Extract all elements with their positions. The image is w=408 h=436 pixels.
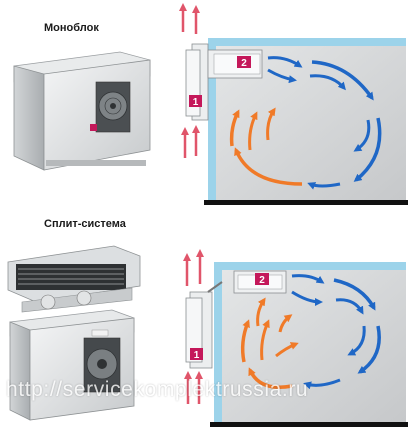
unit-label-2-text: 2 <box>241 58 247 69</box>
cold-air-arrow <box>309 74 346 91</box>
cold-room-floor <box>210 422 408 427</box>
cold-air-arrow <box>303 378 341 390</box>
monoblock-schematic: 1 2 <box>179 3 408 205</box>
unit-label-1 <box>190 348 203 360</box>
warm-air-arrow <box>266 107 276 141</box>
unit-label-2 <box>255 273 269 285</box>
cold-room-ceiling <box>208 38 406 46</box>
watermark-text: http://servicekomplektrussia.ru <box>6 378 309 401</box>
cold-air-arrow <box>347 325 366 356</box>
cold-room-wall <box>214 262 222 422</box>
split-system-title: Сплит-система <box>44 218 126 230</box>
cold-room-ceiling <box>214 262 406 270</box>
monoblock-unit-image <box>13 51 151 171</box>
unit-label-1-text: 1 <box>193 97 199 108</box>
warm-air-arrow <box>234 147 303 186</box>
cold-air-arrow <box>291 274 325 284</box>
warm-air-arrow <box>240 319 250 363</box>
monoblock-title: Моноблок <box>44 22 99 34</box>
cold-room-wall <box>208 38 216 200</box>
cold-air-arrow <box>353 119 371 152</box>
cold-room-interior <box>222 270 406 422</box>
warm-air-arrow <box>229 109 240 147</box>
cold-air-arrow <box>267 68 297 84</box>
cold-air-arrow <box>311 60 374 101</box>
warm-air-arrow <box>275 342 299 358</box>
cold-air-arrow <box>353 117 382 182</box>
cold-air-arrow <box>357 325 381 374</box>
split-condenser-image <box>9 309 135 421</box>
warm-air-arrow <box>260 319 270 361</box>
cold-air-arrow <box>333 278 376 311</box>
unit-label-1-text: 1 <box>194 350 200 361</box>
warm-air-arrow <box>256 297 266 327</box>
cold-air-arrow <box>335 298 364 315</box>
unit-label-2-text: 2 <box>259 275 265 286</box>
split-system-schematic: 1 2 <box>183 249 408 427</box>
warm-air-arrow <box>248 367 293 389</box>
cold-air-arrow <box>291 290 323 306</box>
unit-label-2 <box>237 56 251 68</box>
split-evaporator-image <box>7 245 141 313</box>
cold-air-arrow <box>307 182 341 190</box>
warm-air-arrow <box>278 314 293 333</box>
cold-room-floor <box>204 200 408 205</box>
cold-air-arrow <box>267 56 303 68</box>
warm-air-arrow <box>248 111 258 151</box>
unit-label-1 <box>189 95 202 107</box>
